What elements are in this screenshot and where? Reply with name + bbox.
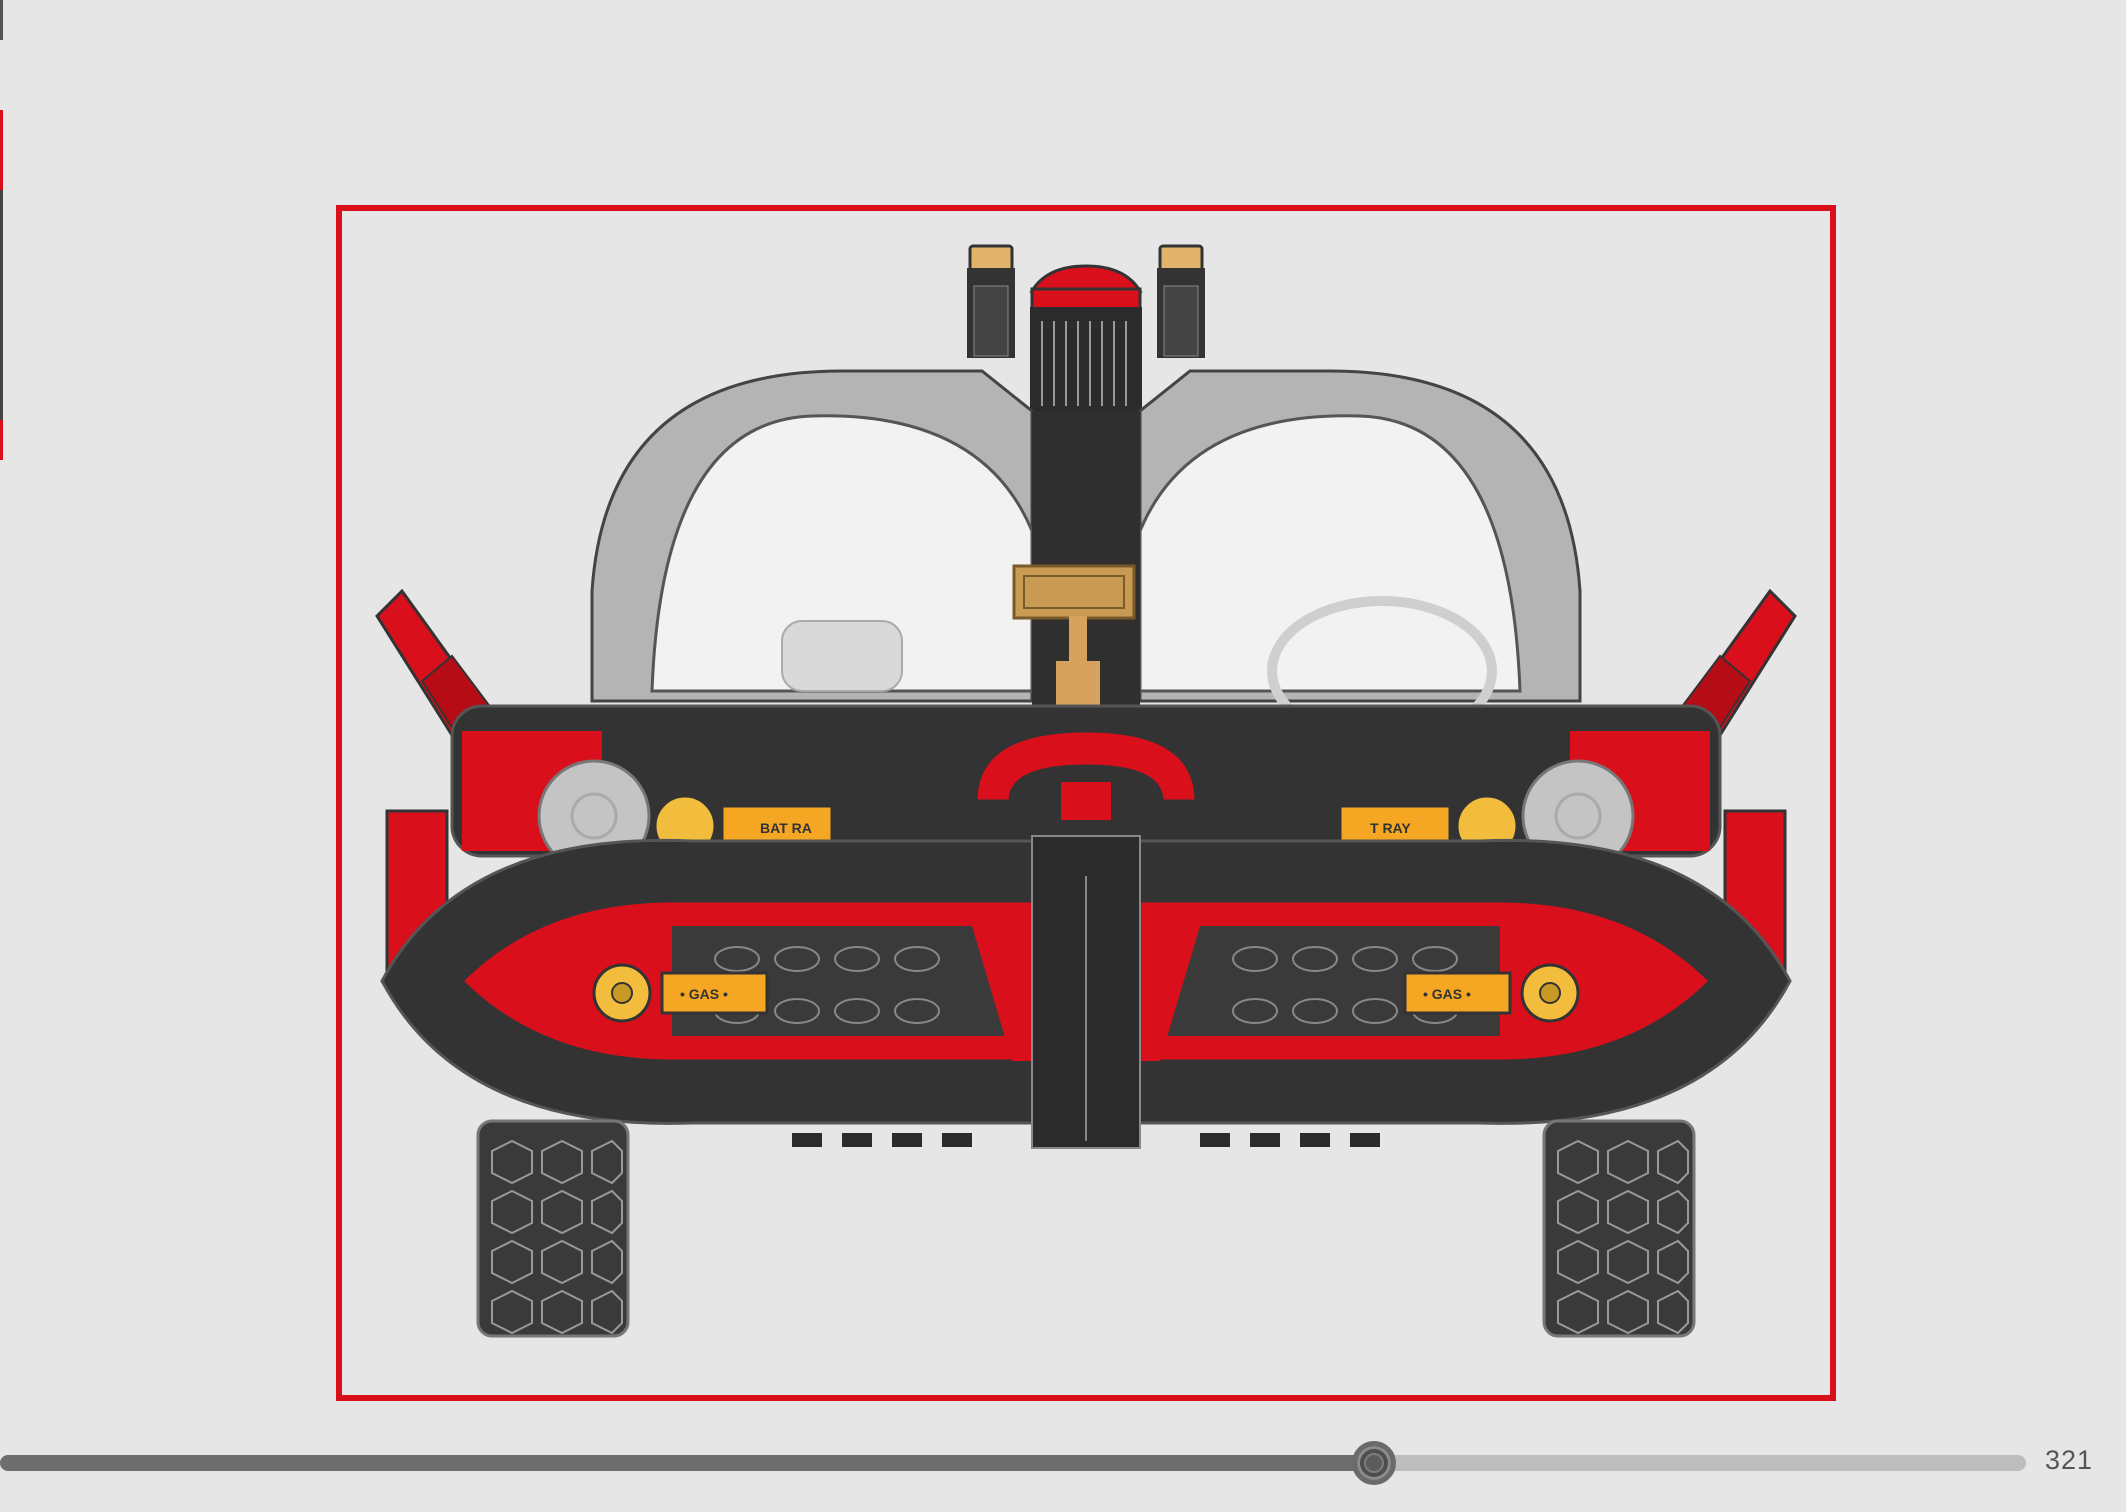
body: BAT RA T RAY (385, 704, 1787, 983)
beacon-red (1029, 264, 1143, 415)
page-number: 321 (2045, 1445, 2094, 1475)
bat-ray-label-right: T RAY (1370, 820, 1411, 836)
illustration-frame: BAT RA T RAY (336, 205, 1836, 1401)
front-bumper: • GAS • • GAS • (380, 835, 1792, 1149)
page-progress-bar[interactable] (0, 1455, 2026, 1471)
roof-light-left (967, 244, 1015, 358)
canopy (590, 369, 1582, 771)
underbody-studs (792, 1133, 1380, 1147)
bat-ray-label-left: BAT RA (760, 820, 812, 836)
page-progress-fill (0, 1455, 1374, 1471)
wheel-right (1542, 1119, 1696, 1338)
gas-label-right: • GAS • (1423, 986, 1471, 1002)
left-edge-strip (0, 0, 3, 480)
wheel-left (476, 1119, 630, 1338)
roof-light-right (1157, 244, 1205, 358)
car-illustration: BAT RA T RAY (375, 244, 1797, 1338)
page-progress-handle[interactable] (1352, 1441, 1396, 1485)
gas-label-left: • GAS • (680, 986, 728, 1002)
